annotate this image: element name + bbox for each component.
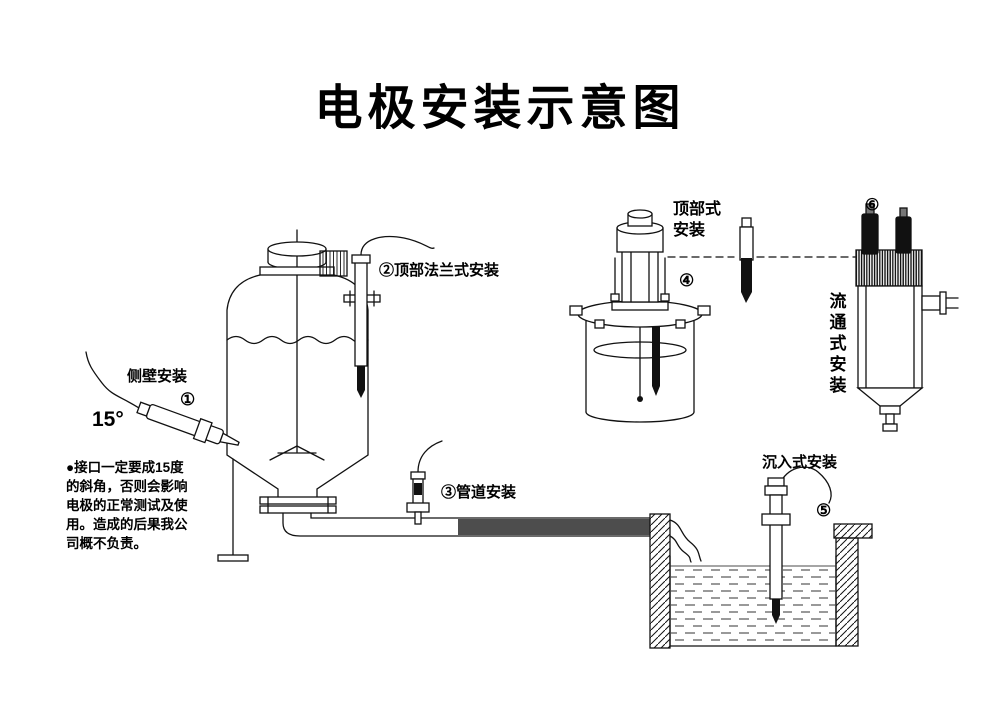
bottom-nozzle (882, 423, 898, 432)
liquid-level-wave (226, 335, 369, 345)
note-line: 电极的正常测试及使 (66, 498, 188, 513)
right-electrode (895, 216, 912, 254)
ledge-hatched (833, 523, 873, 539)
note-block: ●接口一定要成15度 的斜角，否则会影响 电极的正常测试及使 用。造成的后果我公… (66, 458, 188, 553)
page-title: 电极安装示意图 (314, 82, 686, 135)
tank-cap (267, 241, 327, 257)
note-line: 的斜角，否则会影响 (66, 479, 188, 494)
top-type-vessel (569, 209, 711, 423)
label-top-type-1: 顶部式 (673, 201, 722, 218)
num-side-wall: ① (180, 390, 196, 409)
bottom-flange-lower (259, 505, 337, 514)
pipe-electrode (406, 440, 443, 525)
sump-pit (669, 523, 873, 647)
water-fill (671, 566, 835, 645)
side-wall-electrode (85, 351, 240, 446)
label-angle: 15° (92, 408, 124, 431)
left-electrode (861, 213, 879, 255)
pipe-electrode-cable (417, 440, 443, 473)
cell-body (857, 285, 923, 389)
pipeline (282, 512, 702, 649)
pipe-dark-section (458, 519, 650, 535)
label-side-wall: 侧壁安装 (127, 368, 188, 385)
main-tank (217, 229, 369, 562)
submersion-electrode (761, 466, 832, 624)
motor-block (319, 250, 348, 277)
num-flow: ⑥ (865, 197, 880, 214)
side-electrode-cable (85, 351, 140, 409)
flow-through-cell (855, 203, 959, 432)
submersion-cable (779, 466, 832, 504)
standalone-electrode (739, 217, 754, 303)
bottom-flange-upper (259, 496, 337, 505)
hose-inner (669, 535, 692, 563)
note-line: 司概不负责。 (66, 536, 147, 551)
note-line: 用。造成的后果我公 (66, 517, 188, 532)
num-submersion: ⑤ (816, 501, 832, 520)
note-line: ●接口一定要成15度 (66, 460, 184, 475)
label-submersion: 沉入式安装 (762, 454, 838, 471)
cell-top-block (855, 249, 923, 287)
hose-outer (669, 519, 702, 562)
label-pipe: ③管道安装 (441, 484, 517, 501)
num-top-type: ④ (679, 271, 695, 290)
right-wall-hatched (835, 537, 859, 647)
label-flow-vertical: 流通式安装 (826, 292, 846, 397)
label-top-flange: ②顶部法兰式安装 (379, 262, 500, 279)
top-electrode-cable (360, 235, 435, 256)
vessel-electrode (652, 304, 660, 386)
side-nozzle (921, 295, 941, 311)
stirrer-blades (269, 445, 325, 461)
label-top-type-2: 安装 (673, 222, 706, 239)
wall-hatched (649, 513, 671, 649)
support-foot (217, 554, 249, 562)
top-flange-electrode (343, 235, 435, 398)
